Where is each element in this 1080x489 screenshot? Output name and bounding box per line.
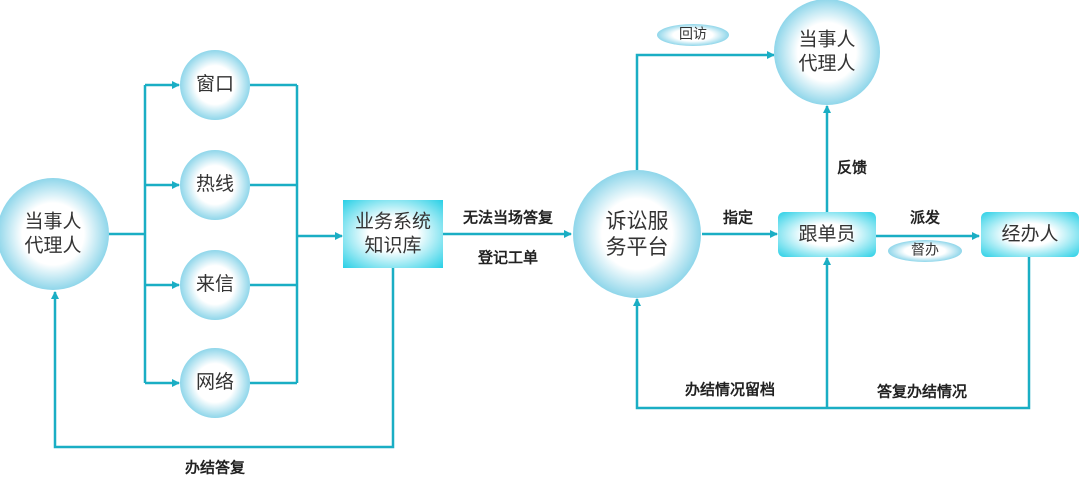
node-shapes <box>0 0 1079 418</box>
connectors <box>51 51 1031 449</box>
edge-label-archive: 办结情况留档 <box>684 380 776 399</box>
node-party-left: 当事人代理人 <box>24 210 81 258</box>
node-party-top: 当事人代理人 <box>798 28 855 76</box>
node-label: 代理人 <box>24 234 82 256</box>
node-label: 诉讼服 <box>605 208 669 233</box>
edge-label-feedback: 反馈 <box>836 158 868 177</box>
edge-label-assign: 指定 <box>722 208 754 227</box>
edge-tag-supervise: 督办 <box>911 242 939 259</box>
node-knowledge-base: 业务系统知识库 <box>355 210 431 258</box>
node-label: 业务系统 <box>354 210 432 233</box>
node-network: 网络 <box>195 371 235 394</box>
node-label: 当事人 <box>798 28 856 51</box>
edge-label-dispatch: 派发 <box>909 208 941 227</box>
edge-label-cannot-answer: 无法当场答复 <box>462 208 554 227</box>
node-platform: 诉讼服务平台 <box>606 208 669 261</box>
edge-tag-revisit: 回访 <box>679 26 707 43</box>
node-label: 代理人 <box>798 52 856 74</box>
edge-label-reply-status: 答复办结情况 <box>876 382 968 401</box>
node-window: 窗口 <box>195 73 235 96</box>
node-label: 当事人 <box>24 210 82 233</box>
node-letter: 来信 <box>195 273 235 296</box>
node-label: 务平台 <box>605 235 669 259</box>
edge-label-final-reply: 办结答复 <box>184 458 246 477</box>
node-handler: 经办人 <box>1001 223 1059 246</box>
node-follower: 跟单员 <box>798 223 856 246</box>
edge-label-register: 登记工单 <box>477 248 539 267</box>
node-label: 知识库 <box>364 234 422 256</box>
node-hotline: 热线 <box>195 173 235 196</box>
